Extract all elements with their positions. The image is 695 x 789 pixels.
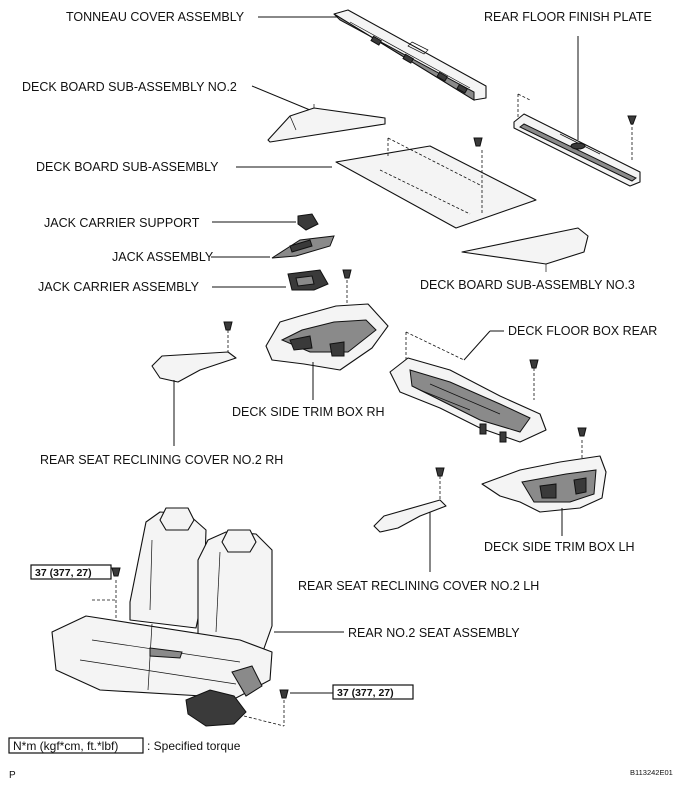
- torque-value-lower: 37 (377, 27): [337, 687, 394, 699]
- reclining-cover-lh-part: [373, 467, 447, 533]
- deck-side-trim-box-lh-part: [481, 427, 607, 513]
- deck-side-trim-box-rh-part: [265, 269, 389, 371]
- rear-floor-finish-plate-part: [513, 93, 641, 187]
- tonneau-cover-label: TONNEAU COVER ASSEMBLY: [66, 10, 245, 24]
- torque-legend: N*m (kgf*cm, ft.*lbf) : Specified torque: [8, 737, 241, 754]
- jack-assembly-label: JACK ASSEMBLY: [112, 250, 214, 264]
- deck-board-part: [335, 137, 537, 229]
- deck-board-no2-part: [267, 104, 386, 143]
- torque-callout-upper: 37 (377, 27): [30, 564, 112, 580]
- jack-carrier-support-part: [297, 213, 319, 231]
- jack-assembly-part: [271, 235, 335, 259]
- deck-board-no3-label: DECK BOARD SUB-ASSEMBLY NO.3: [420, 278, 635, 292]
- torque-callout-lower: 37 (377, 27): [332, 684, 414, 700]
- deck-board-no2-label: DECK BOARD SUB-ASSEMBLY NO.2: [22, 80, 237, 94]
- deck-board-no2-leader: [251, 85, 311, 111]
- jack-carrier-support-label: JACK CARRIER SUPPORT: [44, 216, 200, 230]
- rear-seat-part: [51, 507, 289, 727]
- tonneau-cover-part: [333, 9, 487, 101]
- reclining-cover-rh-label: REAR SEAT RECLINING COVER NO.2 RH: [40, 453, 283, 467]
- reclining-cover-lh-label: REAR SEAT RECLINING COVER NO.2 LH: [298, 579, 539, 593]
- deck-board-no3-part: [461, 227, 589, 272]
- rear-seat-label: REAR NO.2 SEAT ASSEMBLY: [348, 626, 520, 640]
- deck-floor-box-rear-part: [389, 331, 547, 443]
- corner-code: P: [9, 770, 16, 781]
- jack-carrier-assembly-label: JACK CARRIER ASSEMBLY: [38, 280, 200, 294]
- deck-side-trim-box-rh-label: DECK SIDE TRIM BOX RH: [232, 405, 385, 419]
- rear-floor-finish-plate-label: REAR FLOOR FINISH PLATE: [484, 10, 652, 24]
- reclining-cover-rh-part: [151, 321, 237, 383]
- jack-carrier-assembly-part: [287, 269, 329, 291]
- figure-id: B113242E01: [630, 768, 673, 777]
- torque-value-upper: 37 (377, 27): [35, 567, 92, 579]
- deck-board-label: DECK BOARD SUB-ASSEMBLY: [36, 160, 219, 174]
- deck-floor-box-rear-label: DECK FLOOR BOX REAR: [508, 324, 657, 338]
- deck-floor-box-rear-leader-a: [463, 330, 491, 361]
- legend-description: : Specified torque: [147, 739, 241, 753]
- deck-side-trim-box-lh-label: DECK SIDE TRIM BOX LH: [484, 540, 635, 554]
- legend-unit: N*m (kgf*cm, ft.*lbf): [13, 739, 118, 753]
